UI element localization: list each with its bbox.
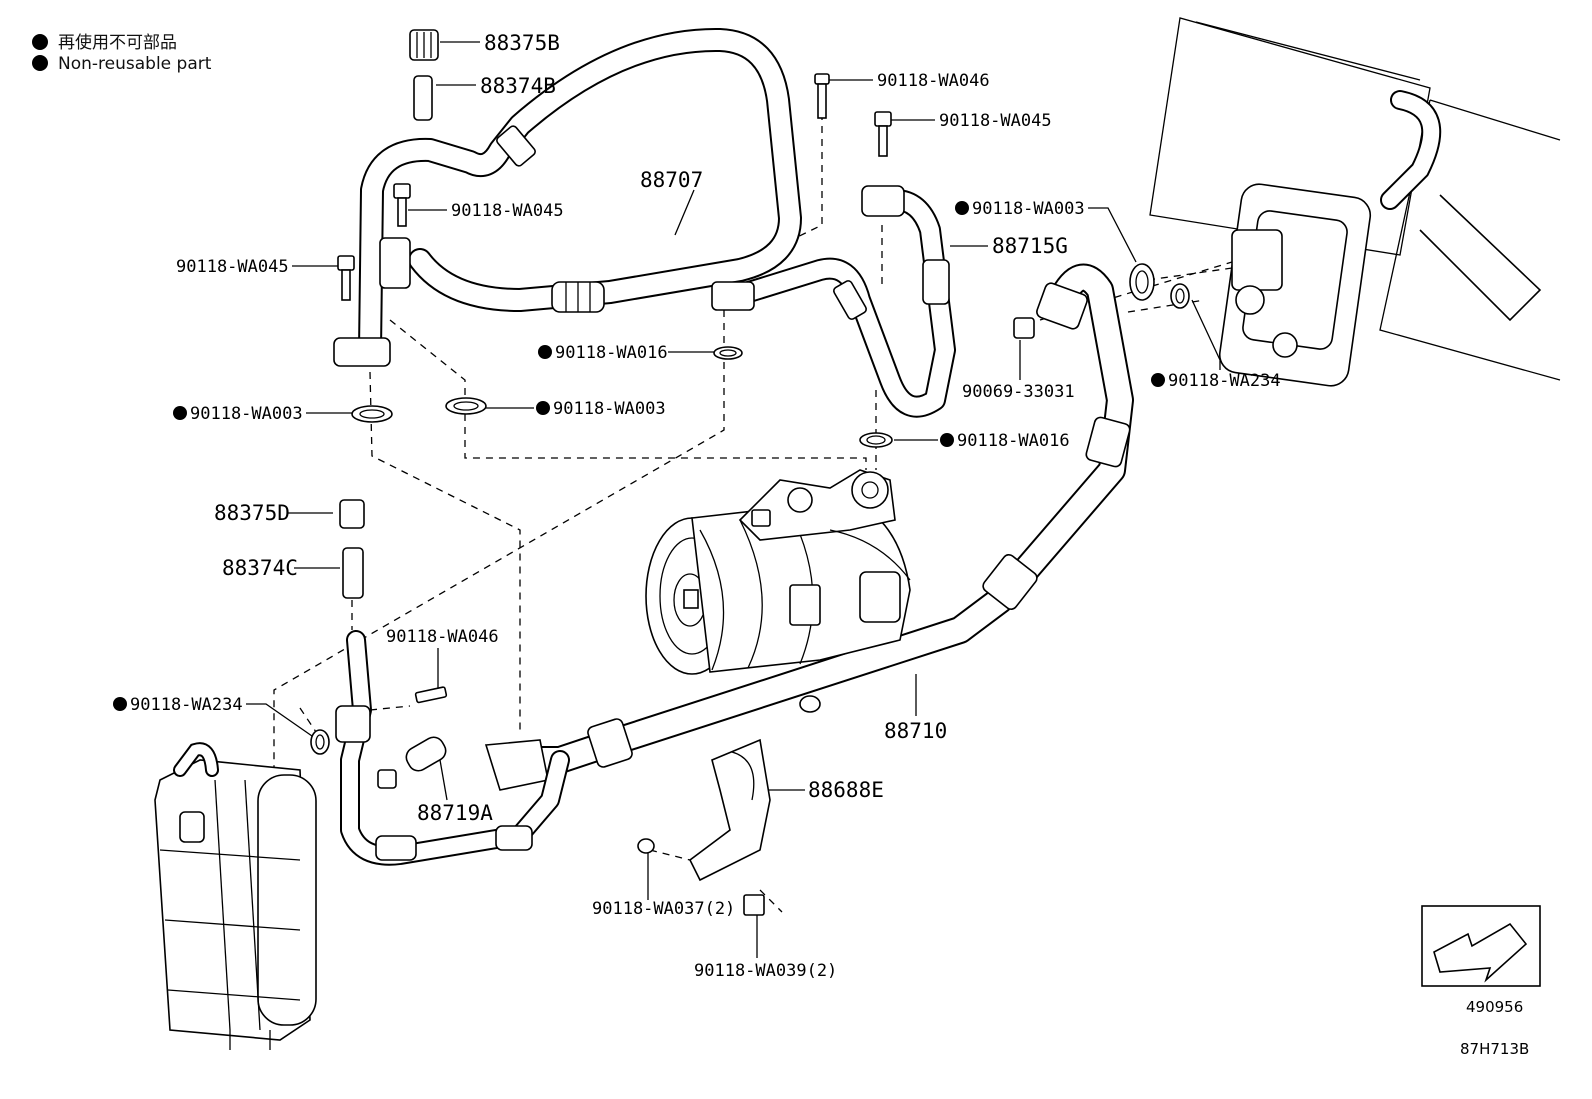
legend-en-text: Non-reusable part: [58, 54, 212, 74]
callout-90069-33031: 90069-33031: [962, 382, 1075, 402]
callout-88715G: 88715G: [992, 234, 1068, 258]
callout-90118-wa045-mid: 90118-WA045: [451, 201, 564, 221]
callout-88719A: 88719A: [417, 801, 493, 825]
callout-90118-wa045-left: 90118-WA045: [176, 257, 289, 277]
non-reusable-dot-icon: [32, 55, 48, 71]
callout-88374C: 88374C: [222, 556, 298, 580]
cap-88375D: [339, 499, 365, 529]
callout-88688E: 88688E: [808, 778, 884, 802]
bracket-88688E: [637, 738, 771, 916]
callout-90118-wa046-top: 90118-WA046: [877, 71, 990, 91]
callout-90118-wa016-right: 90118-WA016: [957, 431, 1070, 451]
liquid-line-88710: [484, 263, 1134, 791]
direction-indicator: 490956 87H713B: [1421, 905, 1541, 1058]
flange-block: [333, 337, 391, 367]
non-reusable-dot-icon: [1151, 373, 1165, 387]
callout-88374B: 88374B: [480, 74, 556, 98]
compressor: [645, 469, 911, 713]
callout-90118-wa016-left: 90118-WA016: [555, 343, 668, 363]
suction-hose-88715G: [711, 185, 956, 418]
legend-en: Non-reusable part: [32, 54, 211, 74]
callout-90118-wa003-mid: 90118-WA003: [553, 399, 666, 419]
non-reusable-dot-icon: [940, 433, 954, 447]
non-reusable-dot-icon: [113, 697, 127, 711]
receiver-hose: [335, 499, 570, 866]
non-reusable-markers: [113, 201, 1165, 711]
callout-90118-wa039: 90118-WA039(2): [694, 961, 837, 981]
callout-90118-wa037: 90118-WA037(2): [592, 899, 735, 919]
pressure-switch-88719A: [405, 736, 447, 772]
nut-90069: [1013, 317, 1035, 339]
valve-core-88374B: [413, 75, 433, 121]
evaporator-unit: [1149, 17, 1561, 387]
discharge-hose-88707: [333, 27, 802, 367]
callout-90118-wa003-right: 90118-WA003: [972, 199, 1085, 219]
non-reusable-dot-icon: [173, 406, 187, 420]
callout-90118-wa045-top: 90118-WA045: [939, 111, 1052, 131]
non-reusable-dot-icon: [536, 401, 550, 415]
callout-90118-wa234-left: 90118-WA234: [130, 695, 243, 715]
callout-88375D: 88375D: [214, 501, 290, 525]
fitting-block: [861, 185, 905, 217]
legend-jp-text: 再使用不可部品: [58, 33, 177, 53]
callout-88375B: 88375B: [484, 31, 560, 55]
legend-jp: 再使用不可部品: [32, 28, 177, 53]
callout-88707: 88707: [640, 168, 703, 192]
liquid-line-fitting: [484, 739, 549, 791]
reference-number: 490956: [1466, 998, 1523, 1016]
valve-core-88374C: [342, 547, 364, 599]
front-arrow-icon: [1433, 922, 1528, 983]
leader-lines: [246, 41, 1221, 958]
non-reusable-dot-icon: [32, 34, 48, 50]
callout-88710: 88710: [884, 719, 947, 743]
non-reusable-dot-icon: [538, 345, 552, 359]
bolts: [337, 29, 1035, 704]
callout-90118-wa046-low: 90118-WA046: [386, 627, 499, 647]
receiver-condenser: [154, 742, 317, 1050]
callout-labels: 88375B 88374B 88707 90118-WA046 90118-WA…: [130, 31, 1281, 981]
non-reusable-dot-icon: [955, 201, 969, 215]
o-rings: [310, 263, 1190, 755]
fitting-block: [711, 281, 755, 311]
diagram-code: 87H713B: [1460, 1040, 1529, 1058]
callout-90118-wa003-left: 90118-WA003: [190, 404, 303, 424]
callout-90118-wa234-right: 90118-WA234: [1168, 371, 1281, 391]
